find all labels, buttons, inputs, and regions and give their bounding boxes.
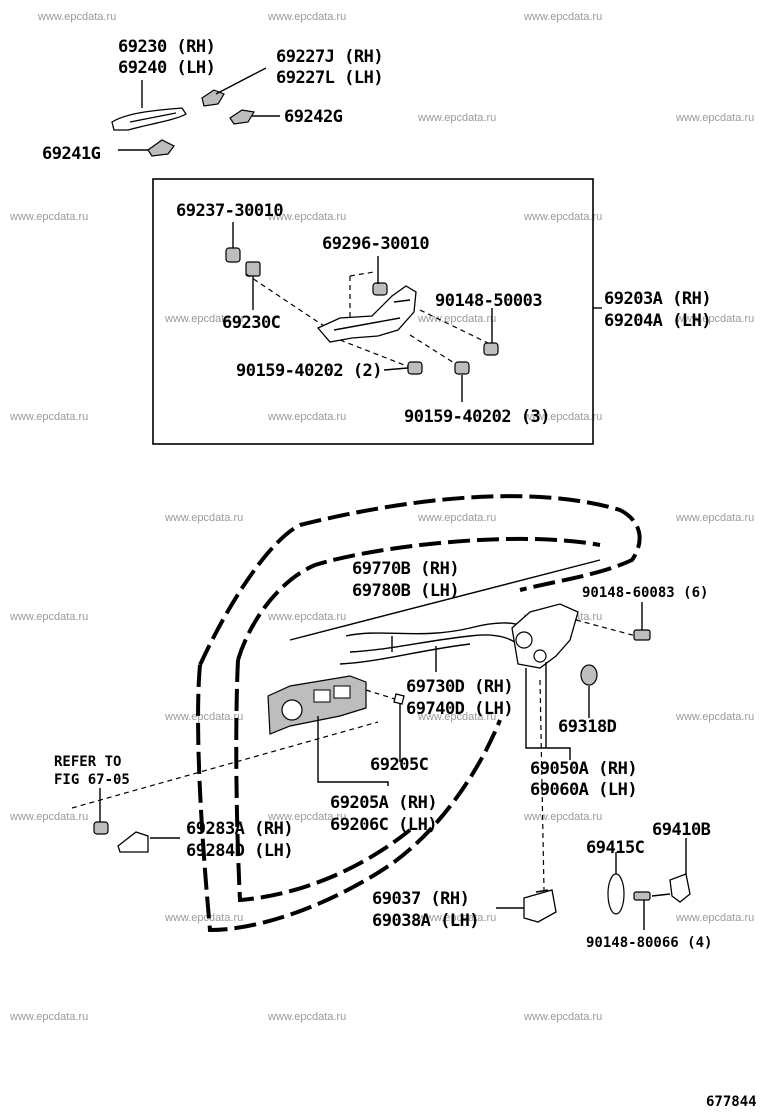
- door-outline: [196, 494, 642, 933]
- watermark: www.epcdata.ru: [417, 112, 496, 124]
- label-gasket: 69242G: [284, 107, 343, 127]
- label-pad-lh: 69227L (LH): [276, 68, 383, 88]
- label-rod-rh: 69770B (RH): [352, 559, 459, 579]
- watermark: www.epcdata.ru: [523, 211, 602, 223]
- watermark: www.epcdata.ru: [164, 912, 243, 924]
- label-inside-handle-rh: 69205A (RH): [330, 793, 437, 813]
- watermark: www.epcdata.ru: [164, 512, 243, 524]
- striker-part: [669, 873, 691, 903]
- figure-number: 677844: [706, 1094, 757, 1110]
- label-grommet: 69318D: [558, 717, 617, 737]
- watermark: www.epcdata.ru: [417, 313, 496, 325]
- watermark-layer: www.epcdata.ru www.epcdata.ru www.epcdat…: [9, 11, 754, 1023]
- label-bezel: 69205C: [370, 755, 428, 775]
- watermark: www.epcdata.ru: [417, 512, 496, 524]
- label-rod-lh: 69780B (LH): [352, 581, 459, 601]
- label-refer-1: REFER TO: [54, 754, 121, 770]
- grommet-part: [580, 664, 598, 686]
- label-frame-rh: 69203A (RH): [604, 289, 711, 309]
- label-pad-rh: 69227J (RH): [276, 47, 383, 67]
- label-outer-handle-lh: 69240 (LH): [118, 58, 215, 78]
- watermark: www.epcdata.ru: [675, 912, 754, 924]
- watermark: www.epcdata.ru: [675, 711, 754, 723]
- shim-part: [607, 873, 625, 915]
- bolt-2-part: [407, 361, 423, 375]
- watermark: www.epcdata.ru: [523, 411, 602, 423]
- label-outer-handle-rh: 69230 (RH): [118, 37, 215, 57]
- label-refer-2: FIG 67-05: [54, 772, 130, 788]
- door-lock-part: [511, 603, 579, 669]
- screw-b-part: [372, 282, 388, 296]
- refer-screw-part: [93, 821, 109, 835]
- label-screw-4: 90148-80066 (4): [586, 935, 712, 951]
- label-inner-cover-lh: 69284D (LH): [186, 841, 293, 861]
- watermark: www.epcdata.ru: [417, 711, 496, 723]
- watermark: www.epcdata.ru: [9, 411, 88, 423]
- label-bolt-a: 90148-50003: [435, 291, 542, 311]
- label-screw-6: 90148-60083 (6): [582, 585, 708, 601]
- label-screw-top: 69237-30010: [176, 201, 283, 221]
- handle-cover-part: [147, 139, 175, 157]
- outside-handle-part: [111, 107, 187, 131]
- label-check-rh: 69037 (RH): [372, 889, 469, 909]
- watermark: www.epcdata.ru: [37, 11, 116, 23]
- watermark: www.epcdata.ru: [267, 1011, 346, 1023]
- watermark: www.epcdata.ru: [675, 112, 754, 124]
- watermark: www.epcdata.ru: [267, 11, 346, 23]
- handle-gasket-part: [229, 109, 255, 125]
- watermark: www.epcdata.ru: [267, 211, 346, 223]
- door-frame-part: [316, 285, 417, 343]
- label-shim: 69415C: [586, 838, 644, 858]
- watermark: www.epcdata.ru: [523, 11, 602, 23]
- screw-6-part: [633, 629, 651, 641]
- label-clip: 69230C: [222, 313, 280, 333]
- watermark: www.epcdata.ru: [9, 811, 88, 823]
- clip-part: [245, 261, 261, 277]
- watermark: www.epcdata.ru: [675, 512, 754, 524]
- watermark: www.epcdata.ru: [9, 211, 88, 223]
- watermark: www.epcdata.ru: [523, 1011, 602, 1023]
- screw-4-part: [633, 891, 651, 901]
- watermark: www.epcdata.ru: [164, 313, 243, 325]
- bolt-3-part: [454, 361, 470, 375]
- door-check-part: [523, 889, 557, 923]
- label-striker: 69410B: [652, 820, 711, 840]
- label-screw-b: 69296-30010: [322, 234, 429, 254]
- frame-assembly-box: [152, 178, 602, 445]
- check-striker-group: [496, 838, 691, 930]
- rods-and-cables: [339, 622, 531, 672]
- label-bolt-3: 90159-40202 (3): [404, 407, 550, 427]
- label-lock-rh: 69050A (RH): [530, 759, 637, 779]
- bolt-a-part: [483, 342, 499, 356]
- outside-handle-group: [111, 67, 280, 157]
- inner-cover-part: [117, 831, 149, 853]
- label-cover: 69241G: [42, 144, 101, 164]
- label-check-lh: 69038A (LH): [372, 911, 479, 931]
- inside-handle-group: [267, 675, 405, 786]
- label-cable-rh: 69730D (RH): [406, 677, 513, 697]
- label-cable-lh: 69740D (LH): [406, 699, 513, 719]
- watermark: www.epcdata.ru: [417, 912, 496, 924]
- inner-cover-group: [71, 721, 379, 853]
- screw-top-part: [225, 247, 241, 263]
- watermark: www.epcdata.ru: [9, 1011, 88, 1023]
- watermark: www.epcdata.ru: [267, 811, 346, 823]
- label-frame-lh: 69204A (LH): [604, 311, 711, 331]
- watermark: www.epcdata.ru: [523, 811, 602, 823]
- label-inside-handle-lh: 69206C (LH): [330, 815, 437, 835]
- label-lock-lh: 69060A (LH): [530, 780, 637, 800]
- frame-box-border: [152, 178, 594, 445]
- watermark: www.epcdata.ru: [267, 411, 346, 423]
- watermark: www.epcdata.ru: [675, 313, 754, 325]
- label-bolt-2: 90159-40202 (2): [236, 361, 382, 381]
- label-inner-cover-rh: 69283A (RH): [186, 819, 293, 839]
- door-lock-group: [511, 602, 651, 891]
- handle-pad-part: [201, 89, 225, 107]
- watermark: www.epcdata.ru: [267, 611, 346, 623]
- watermark: www.epcdata.ru: [9, 611, 88, 623]
- watermark: www.epcdata.ru: [164, 711, 243, 723]
